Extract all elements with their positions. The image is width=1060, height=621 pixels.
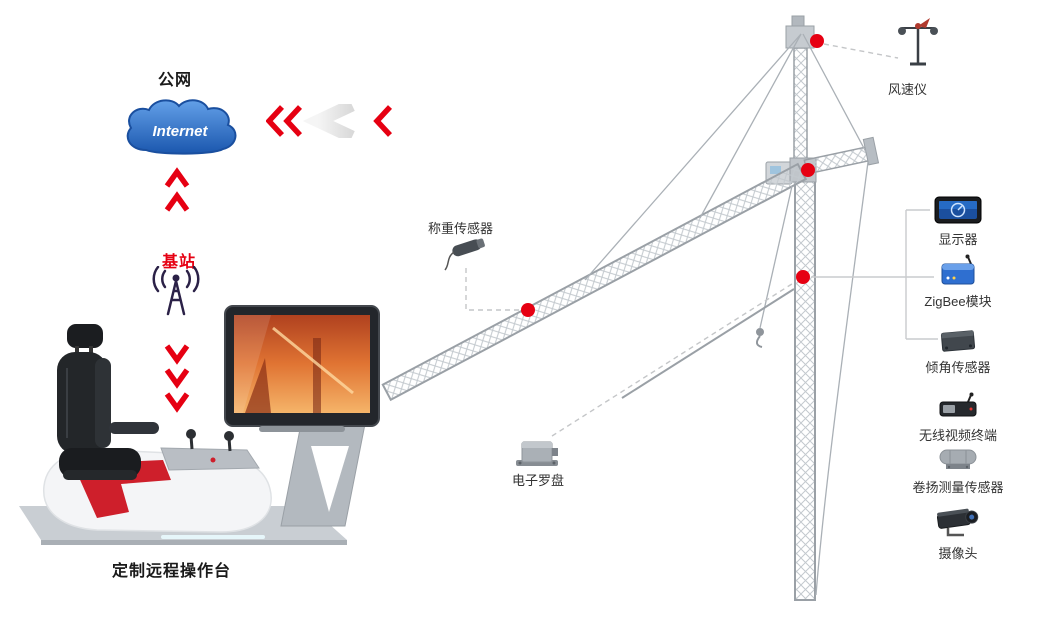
device-zigbee: ZigBee模块 <box>898 254 1018 310</box>
crane-top-box <box>791 15 805 27</box>
crane-mast <box>794 179 816 601</box>
crane-counter-jib <box>803 136 880 175</box>
chevron-icon <box>266 105 285 137</box>
control-deck <box>160 447 260 471</box>
crane-cab-window <box>770 166 781 174</box>
chevron-icon <box>283 105 303 137</box>
load-sensor-label: 称重传感器 <box>428 221 494 236</box>
console-label: 定制远程操作台 <box>112 563 232 580</box>
crane-jib <box>381 162 808 402</box>
chevron-icon <box>373 105 393 137</box>
joystick-left-knob <box>186 429 196 439</box>
headrest-post <box>75 346 79 354</box>
anemometer-label: 风速仪 <box>888 82 928 97</box>
crane-tower-head <box>793 47 808 181</box>
device-label: 显示器 <box>938 232 978 247</box>
base-station-label: 基站 <box>162 254 197 271</box>
monitor-base-bar <box>259 426 345 432</box>
load-sensor-connector <box>465 268 519 311</box>
screen-column <box>313 338 321 413</box>
tower-top-marker <box>810 34 824 48</box>
public-network-label: 公网 <box>158 72 193 89</box>
device-wireless-video: 无线视频终端 <box>898 392 1018 444</box>
network-link-arrows <box>266 104 393 138</box>
device-hoist-sensor: 卷扬测量传感器 <box>898 446 1018 496</box>
hoist-measure-sensor-icon <box>939 449 977 469</box>
screen-glare <box>234 315 271 413</box>
device-label: 卷扬测量传感器 <box>912 480 1004 495</box>
mast-marker <box>796 270 810 284</box>
seat-armrest <box>109 422 159 434</box>
jib-pendant-line <box>584 33 802 281</box>
chevron-down-icon <box>164 392 190 413</box>
device-label: 摄像头 <box>938 546 978 561</box>
seat-back <box>57 352 107 454</box>
deck-button <box>210 457 216 463</box>
load-sensor-icon <box>444 238 485 271</box>
chevron-down-icon <box>164 344 190 365</box>
joystick-right-knob <box>224 431 234 441</box>
headrest-post <box>89 346 93 354</box>
jib-pendant-line-2 <box>699 33 802 219</box>
slewing-marker <box>801 163 815 177</box>
chevron-down-icon <box>164 368 190 389</box>
downlink-arrows <box>164 344 190 413</box>
jib-marker <box>521 303 535 317</box>
monitor-icon <box>934 196 982 224</box>
anemometer-connector <box>823 43 899 59</box>
silver-chevron-icon <box>302 104 355 138</box>
seat-headrest <box>67 324 103 348</box>
device-camera: 摄像头 <box>898 506 1018 562</box>
hoist-rope <box>815 161 869 596</box>
device-display: 显示器 <box>898 196 1018 248</box>
compass-label: 电子罗盘 <box>512 473 565 488</box>
hook-rope <box>759 185 793 329</box>
zigbee-module-icon <box>941 254 975 285</box>
antenna-icon <box>152 266 200 316</box>
operator-console-illustration <box>19 305 380 545</box>
monitor-arm-cutout <box>311 446 349 512</box>
internet-cloud: Internet <box>126 99 237 155</box>
chevron-up-icon <box>164 191 190 212</box>
hook-block <box>756 328 764 336</box>
hook-icon <box>756 335 763 348</box>
crane-slewing-unit <box>789 157 817 183</box>
console-light-strip <box>161 535 265 539</box>
uplink-arrows <box>164 167 190 212</box>
screen-structure <box>245 358 271 413</box>
device-label: 无线视频终端 <box>918 428 997 443</box>
cloud-shape <box>126 99 237 155</box>
seat-front <box>63 470 137 480</box>
counterjib-pendant-line <box>802 33 867 153</box>
camera-icon <box>936 508 979 537</box>
seat-bolster <box>95 358 111 448</box>
anemometer-icon <box>898 18 938 66</box>
wireless-video-terminal-icon <box>939 392 977 417</box>
guy-pole <box>621 288 795 399</box>
device-tilt-sensor: 倾角传感器 <box>898 326 1018 376</box>
screen-beam <box>272 326 354 395</box>
device-label: 倾角传感器 <box>925 360 991 375</box>
crane-top-unit <box>785 25 815 49</box>
console-base-edge <box>41 540 347 545</box>
internet-label: Internet <box>152 123 208 140</box>
tilt-sensor-icon <box>940 330 976 352</box>
compass-connector <box>551 281 796 437</box>
crane-cab <box>765 161 793 185</box>
compass-icon <box>516 441 558 466</box>
device-label: ZigBee模块 <box>924 294 992 309</box>
chevron-up-icon <box>164 167 190 188</box>
